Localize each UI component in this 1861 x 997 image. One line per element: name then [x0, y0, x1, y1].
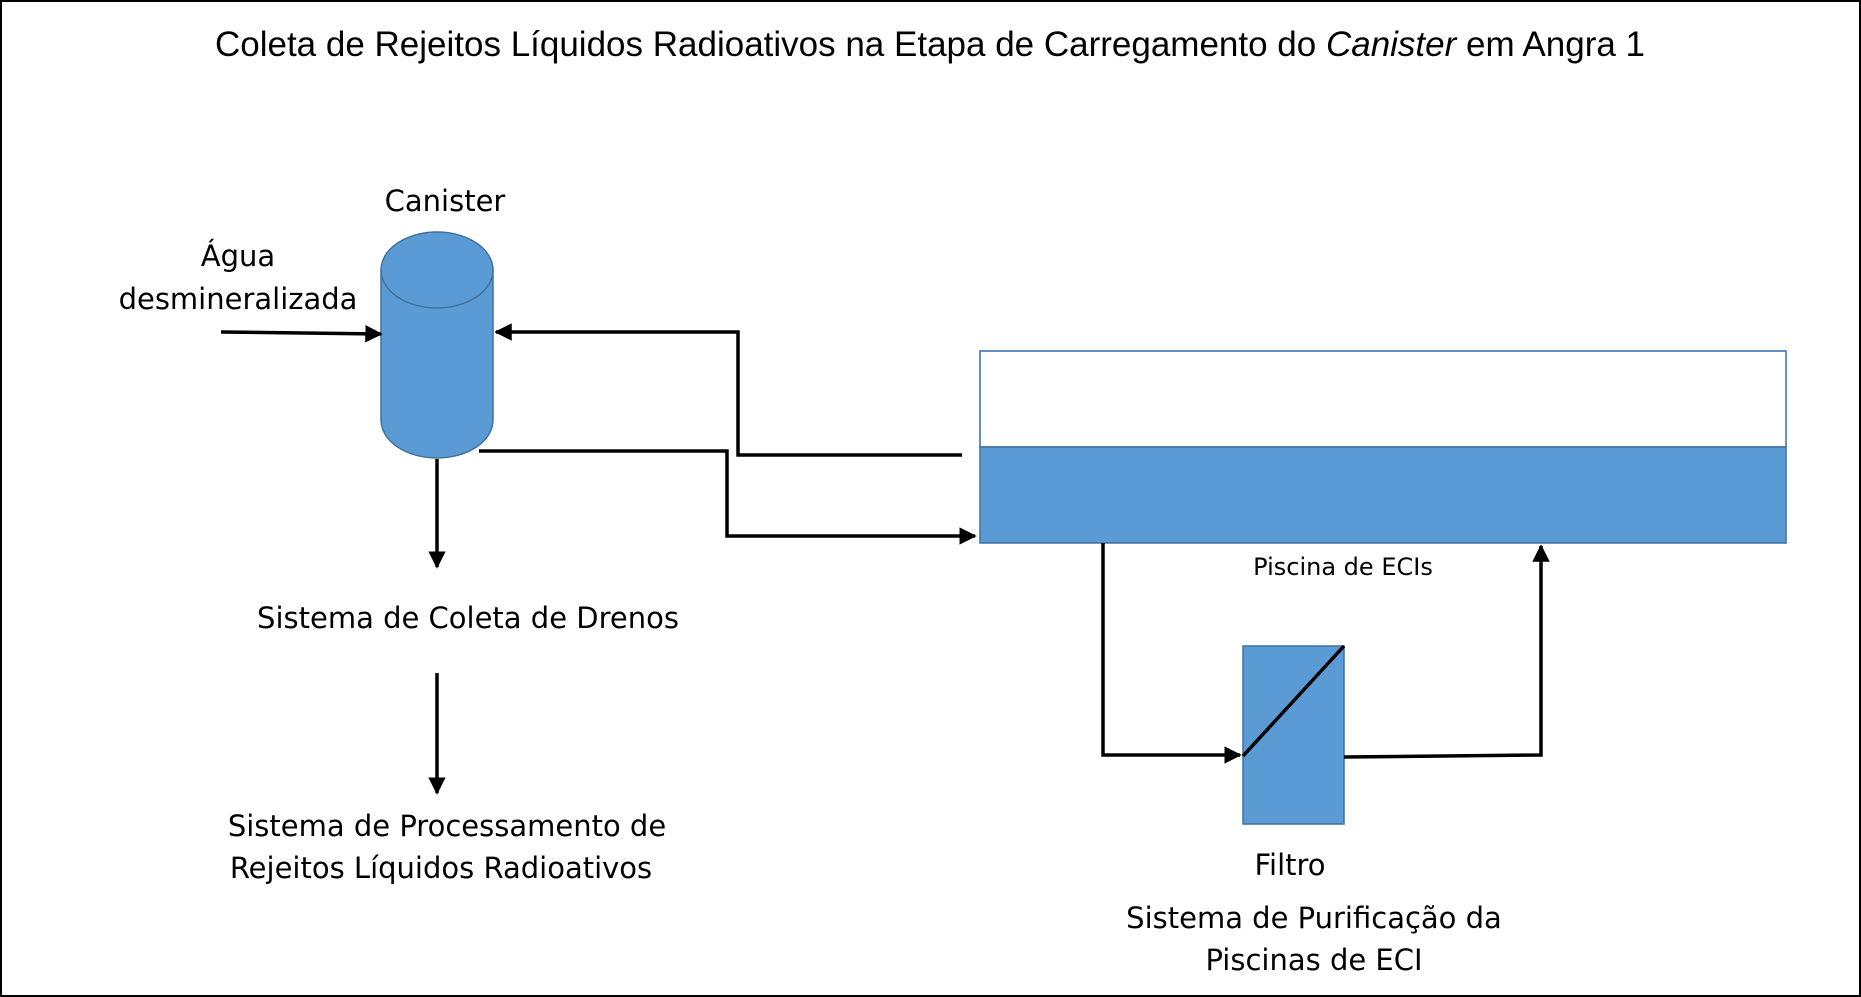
pool-water [979, 446, 1787, 544]
filter-box [1242, 645, 1345, 825]
processing-label-line1: Sistema de Processamento de [228, 809, 666, 843]
pool-label: Piscina de ECIs [1253, 553, 1433, 581]
pool-to-filter-arrow [1101, 543, 1242, 764]
water-inflow-arrow [220, 325, 383, 343]
pool-to-canister-arrow [494, 323, 962, 457]
processing-label-line2: Rejeitos Líquidos Radioativos [230, 851, 652, 885]
filter-label: Filtro [1254, 848, 1325, 882]
water-label-line2: desmineralizada [119, 282, 358, 316]
canister-to-pool-arrow [479, 449, 977, 545]
filter-to-pool-arrow [1343, 544, 1550, 759]
canister-cylinder [380, 231, 494, 459]
diagram-title: Coleta de Rejeitos Líquidos Radioativos … [215, 25, 1645, 64]
water-label-line1: Água [201, 239, 275, 273]
filter-diagonal [1241, 644, 1346, 758]
pool-outline [979, 350, 1787, 448]
drains-label: Sistema de Coleta de Drenos [257, 601, 679, 635]
purification-label-line2: Piscinas de ECI [1205, 943, 1422, 977]
purification-label-line1: Sistema de Purificação da [1126, 901, 1502, 935]
canister-label: Canister [385, 184, 506, 218]
